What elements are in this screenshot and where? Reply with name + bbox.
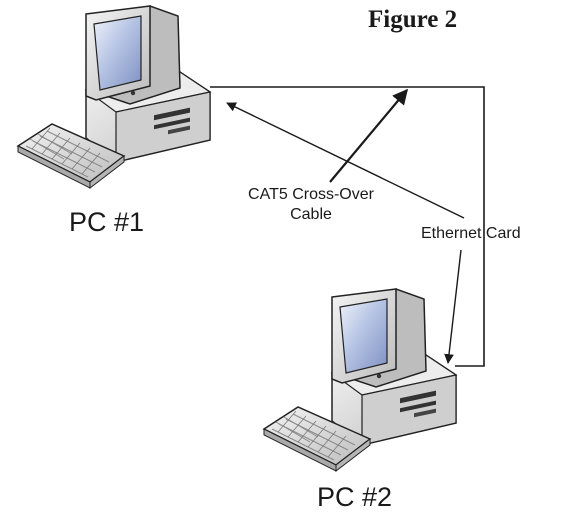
cable-line bbox=[210, 86, 485, 367]
pc2-computer-icon bbox=[263, 288, 457, 472]
pc1-label: PC #1 bbox=[69, 207, 145, 237]
ethernet-callout-arrow-pc2 bbox=[444, 249, 462, 364]
ethernet-callout-arrow-pc1 bbox=[226, 102, 465, 219]
cable-annotation-line1: CAT5 Cross-Over bbox=[248, 186, 374, 203]
pc1-computer-icon bbox=[17, 5, 211, 189]
ethernet-card-annotation: Ethernet Card bbox=[421, 225, 521, 242]
cable-annotation: CAT5 Cross-Over Cable bbox=[226, 185, 396, 225]
cable-callout-arrow bbox=[329, 88, 408, 183]
figure-title: Figure 2 bbox=[368, 6, 458, 33]
pc2-label: PC #2 bbox=[317, 482, 393, 512]
cable-annotation-line2: Cable bbox=[290, 206, 332, 223]
